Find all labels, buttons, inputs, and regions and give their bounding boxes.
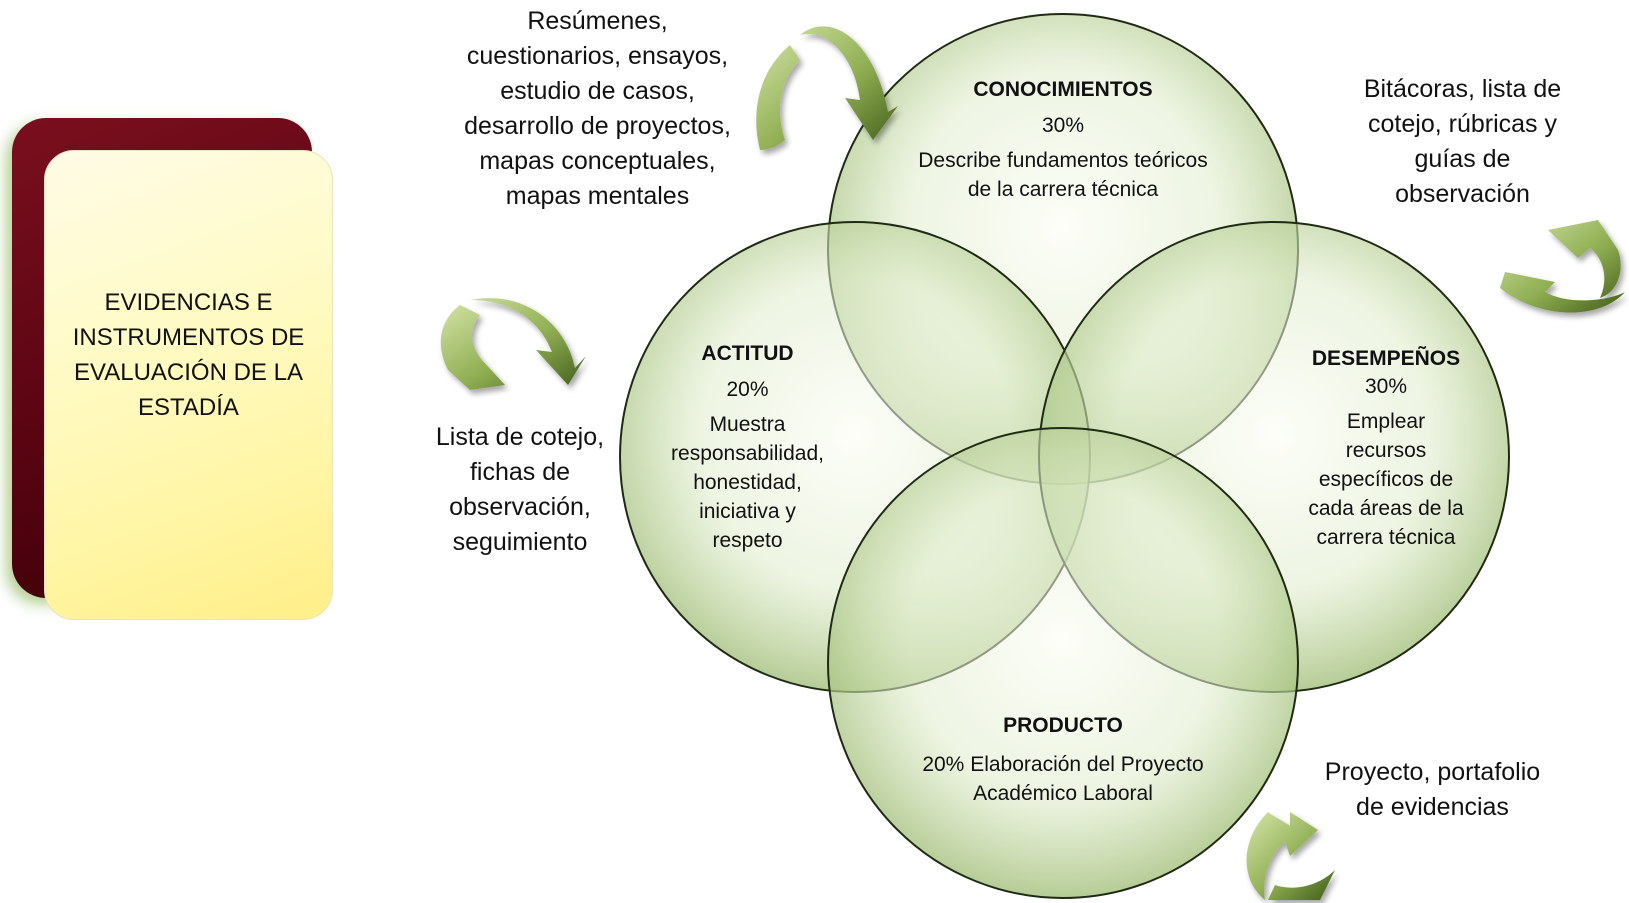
desempenos-label: DESEMPEÑOS 30% Emplear recursos específi…: [1290, 347, 1482, 552]
note-actitud: Lista de cotejo, fichas de observación, …: [420, 420, 620, 560]
actitud-label: ACTITUD 20% Muestra responsabilidad, hon…: [640, 342, 855, 555]
ring-description: Describe fundamentos teóricos de la carr…: [873, 146, 1253, 204]
note-line: desarrollo de proyectos,: [464, 112, 731, 140]
note-line: guías de: [1414, 145, 1511, 173]
note-line: Lista de cotejo,: [435, 423, 605, 451]
ring-title: DESEMPEÑOS: [1311, 347, 1461, 370]
description-line: Describe fundamentos teóricos: [918, 149, 1208, 172]
note-line: observación: [1395, 180, 1530, 208]
description-line: respeto: [712, 529, 783, 552]
title-line: INSTRUMENTOS DE: [72, 324, 305, 351]
description-line: Académico Laboral: [973, 782, 1153, 805]
ring-description: Muestra responsabilidad, honestidad, ini…: [640, 410, 855, 555]
curved-arrow-icon: [756, 26, 898, 150]
description-line: iniciativa y: [699, 500, 796, 523]
note-line: seguimiento: [452, 528, 588, 556]
note-line: mapas mentales: [505, 182, 690, 210]
note-line: de evidencias: [1356, 793, 1509, 821]
title-card: EVIDENCIAS E INSTRUMENTOS DE EVALUACIÓN …: [44, 150, 333, 620]
ring-title: PRODUCTO: [1003, 714, 1123, 737]
description-line: carrera técnica: [1316, 526, 1456, 549]
title-line: EVIDENCIAS E: [104, 289, 273, 316]
description-line: 20% Elaboración del Proyecto: [922, 753, 1204, 776]
curved-arrow-icon: [1246, 812, 1335, 900]
description-line: Emplear: [1346, 410, 1426, 433]
description-line: de la carrera técnica: [967, 178, 1159, 201]
curved-arrow-icon: [440, 298, 586, 390]
note-line: cotejo, rúbricas y: [1368, 110, 1557, 138]
note-line: mapas conceptuales,: [479, 147, 716, 175]
ring-title: CONOCIMIENTOS: [973, 78, 1153, 101]
note-desempenos: Bitácoras, lista de cotejo, rúbricas y g…: [1330, 72, 1595, 212]
description-line: cada áreas de la: [1308, 497, 1464, 520]
title-line: ESTADÍA: [138, 394, 239, 421]
title-line: EVALUACIÓN DE LA: [74, 359, 303, 386]
description-line: recursos: [1345, 439, 1427, 462]
description-line: Muestra: [709, 413, 786, 436]
description-line: específicos de: [1318, 468, 1454, 491]
ring-description: Emplear recursos específicos de cada áre…: [1290, 407, 1482, 552]
producto-label: PRODUCTO 20% Elaboración del Proyecto Ac…: [873, 714, 1253, 808]
note-line: Resúmenes,: [527, 7, 668, 35]
note-line: estudio de casos,: [500, 77, 695, 105]
description-line: honestidad,: [693, 471, 802, 494]
ring-percent: 30%: [1041, 114, 1085, 137]
ring-percent: 30%: [1364, 375, 1408, 398]
description-line: responsabilidad,: [671, 442, 824, 465]
ring-description: 20% Elaboración del Proyecto Académico L…: [873, 750, 1253, 808]
ring-title: ACTITUD: [701, 342, 794, 365]
note-line: Bitácoras, lista de: [1363, 75, 1562, 103]
note-line: Proyecto, portafolio: [1324, 758, 1541, 786]
note-conocimientos: Resúmenes, cuestionarios, ensayos, estud…: [420, 4, 775, 214]
note-line: observación,: [449, 493, 591, 521]
conocimientos-label: CONOCIMIENTOS 30% Describe fundamentos t…: [873, 78, 1253, 204]
note-line: cuestionarios, ensayos,: [466, 42, 729, 70]
note-line: fichas de: [469, 458, 571, 486]
ring-percent: 20%: [726, 378, 769, 401]
ring-producto: [827, 427, 1299, 899]
curved-arrow-icon: [1500, 220, 1625, 313]
note-producto: Proyecto, portafolio de evidencias: [1290, 755, 1575, 825]
title-card-text: EVIDENCIAS E INSTRUMENTOS DE EVALUACIÓN …: [57, 285, 321, 425]
